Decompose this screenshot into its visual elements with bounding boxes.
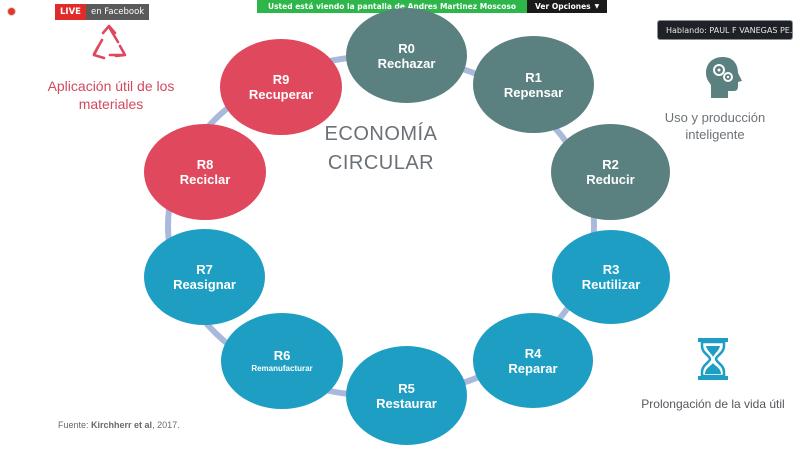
live-platform: en Facebook [85,4,150,20]
source-year: , 2017. [152,420,180,430]
node-label: Reducir [586,172,635,187]
active-speaker-indicator: Hablando: PAUL F VANEGAS PE... [657,20,793,40]
node-r6: R6 Remanufacturar [221,313,343,409]
active-speaker-text: Hablando: PAUL F VANEGAS PE... [666,25,793,35]
center-title-line1: ECONOMÍA [324,123,438,145]
node-r9: R9 Recuperar [220,39,342,135]
source-prefix: Fuente: [58,420,92,430]
view-options-button[interactable]: Ver Opciones ▼ [527,0,608,13]
chevron-down-icon: ▼ [594,3,600,10]
node-label: Recuperar [248,87,314,102]
source-author: Kirchherr et al [91,420,153,430]
node-r7: R7 Reasignar [144,229,265,325]
node-label: Repensar [503,84,564,100]
node-label: Remanufacturar [251,364,313,373]
live-badge: LIVE [55,4,86,20]
node-code: R7 [196,262,213,277]
node-r0: R0 Rechazar [346,8,467,103]
node-code: R6 [273,348,291,363]
hourglass-icon [698,338,728,380]
node-r4: R4 Reparar [473,313,593,408]
node-code: R3 [602,262,620,277]
share-notice: Usted está viendo la pantalla de Andres … [257,0,528,13]
head-gears-icon [706,57,742,98]
node-r3: R3 Reutilizar [552,230,670,324]
node-label: Reparar [508,360,558,376]
recording-indicator [7,7,16,16]
node-label: Reasignar [173,277,236,292]
node-r8: R8 Reciclar [144,124,266,220]
source-citation: Fuente: Kirchherr et al, 2017. [58,420,180,430]
center-title-line2: CIRCULAR [327,152,435,174]
node-r1: R1 Repensar [473,36,594,133]
node-label: Reciclar [179,172,231,187]
node-label: Rechazar [377,55,436,71]
node-r5: R5 Restaurar [346,346,467,445]
node-code: R1 [525,69,542,85]
node-label: Reutilizar [581,277,641,292]
node-label: Restaurar [376,395,437,411]
node-code: R0 [398,40,415,56]
live-indicator: LIVE en Facebook [55,4,150,20]
node-code: R2 [602,157,619,172]
bottom-right-caption: Prolongación de la vida útil [641,397,785,411]
node-code: R9 [272,72,290,87]
center-title: ECONOMÍA CIRCULAR [318,120,444,178]
node-code: R5 [398,380,415,396]
right-caption: Uso y producción inteligente [664,110,766,142]
node-code: R4 [524,345,542,361]
left-caption: Aplicación útil de los materiales [47,78,175,112]
view-options-label: Ver Opciones [535,2,591,11]
node-r2: R2 Reducir [551,124,670,220]
screen-share-bar: Usted está viendo la pantalla de Andres … [257,0,608,13]
node-code: R8 [196,157,214,172]
recycle-icon [92,24,127,60]
